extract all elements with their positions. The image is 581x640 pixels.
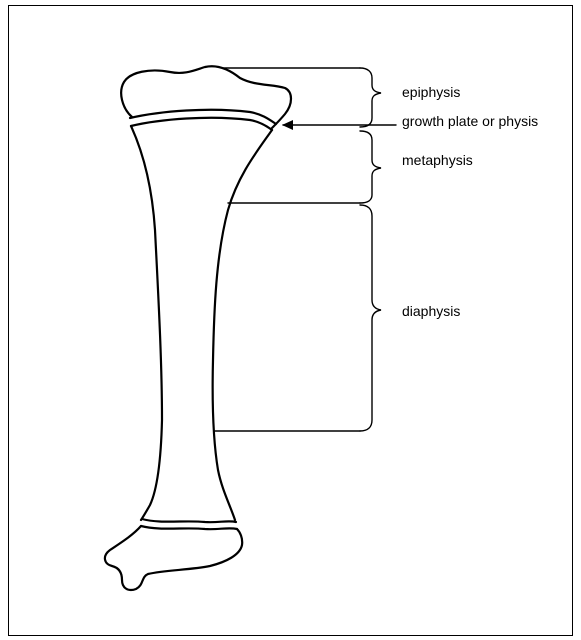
epiphysis-brace — [360, 68, 381, 127]
distal-epiphysis-outline — [105, 526, 242, 590]
shaft-right-outline — [213, 130, 272, 520]
shaft-left-outline — [131, 126, 162, 520]
growth-plate-arrowhead — [282, 120, 293, 130]
metaphysis-brace — [360, 131, 381, 203]
label-epiphysis: epiphysis — [402, 84, 460, 100]
label-growth-plate: growth plate or physis — [402, 113, 538, 129]
label-diaphysis: diaphysis — [402, 303, 460, 319]
label-metaphysis: metaphysis — [402, 152, 473, 168]
proximal-growth-plate-lower — [131, 118, 272, 130]
distal-growth-plate-upper — [142, 519, 236, 522]
distal-growth-plate-lower — [141, 526, 237, 529]
diaphysis-brace — [360, 205, 381, 431]
